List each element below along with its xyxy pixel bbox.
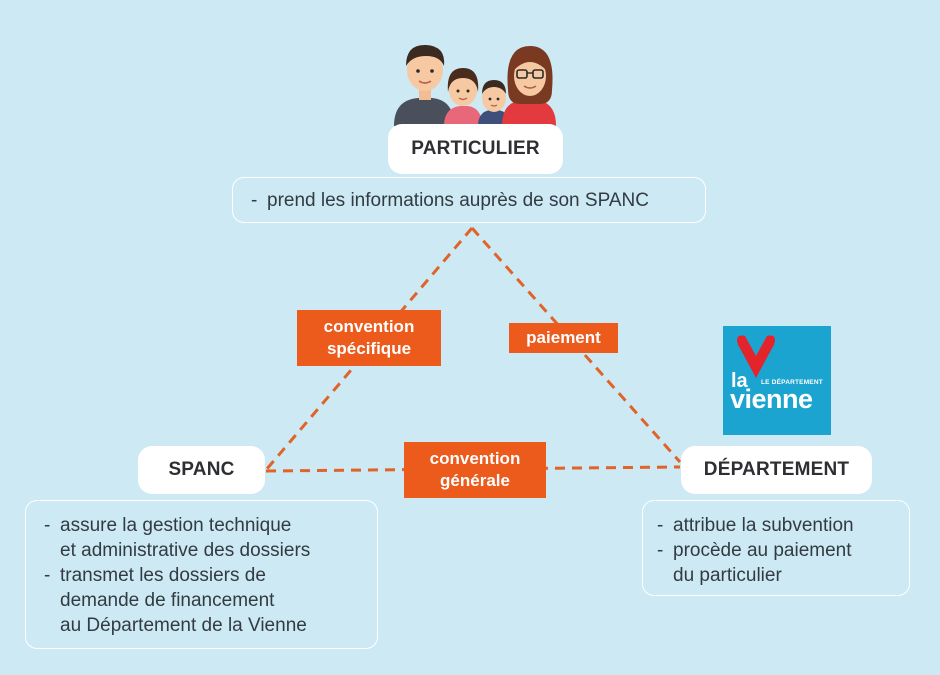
spanc-item-1: assure la gestion technique et administr… bbox=[44, 513, 377, 563]
particulier-title: PARTICULIER bbox=[388, 124, 563, 174]
family-illustration bbox=[394, 44, 556, 126]
logo-vienne-text: vienne bbox=[730, 384, 813, 414]
woman-figure bbox=[502, 46, 556, 126]
departement-item-1: attribue la subvention bbox=[657, 513, 909, 538]
convention-generale-label: convention générale bbox=[404, 442, 546, 498]
boy-figure bbox=[478, 80, 510, 126]
particulier-description: prend les informations auprès de son SPA… bbox=[232, 177, 706, 223]
logo-la-text: la bbox=[731, 370, 748, 392]
spanc-item-2: transmet les dossiers de demande de fina… bbox=[44, 563, 377, 638]
paiement-label: paiement bbox=[509, 323, 618, 353]
convention-specifique-label: convention spécifique bbox=[297, 310, 441, 366]
spanc-title: SPANC bbox=[138, 446, 265, 494]
la-vienne-logo: la LE DÉPARTEMENT vienne bbox=[723, 326, 831, 435]
logo-subtitle: LE DÉPARTEMENT bbox=[761, 379, 823, 386]
departement-title: DÉPARTEMENT bbox=[681, 446, 872, 494]
spanc-description: assure la gestion technique et administr… bbox=[25, 500, 378, 649]
man-figure bbox=[394, 44, 454, 126]
departement-item-2: procède au paiement du particulier bbox=[657, 538, 909, 588]
girl-figure bbox=[444, 68, 482, 126]
particulier-item: prend les informations auprès de son SPA… bbox=[251, 188, 705, 213]
heart-v-icon bbox=[737, 335, 775, 378]
departement-description: attribue la subvention procède au paieme… bbox=[642, 500, 910, 596]
